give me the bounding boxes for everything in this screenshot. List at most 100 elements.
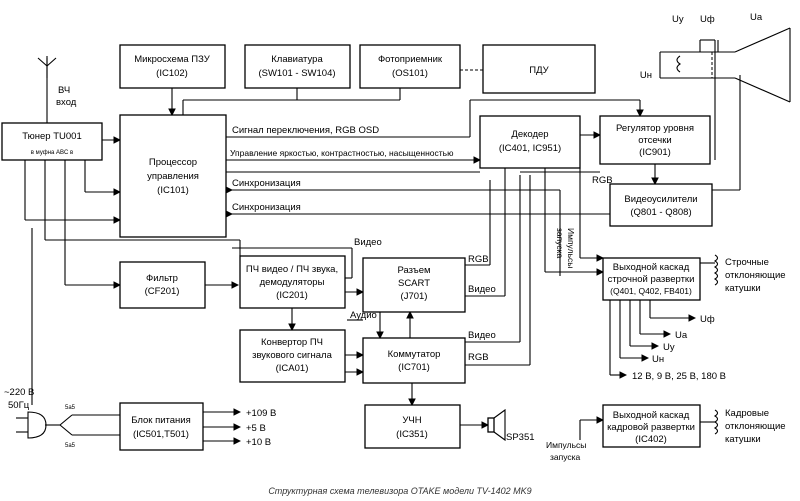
- svg-text:Uу: Uу: [663, 342, 675, 353]
- antenna-icon: [37, 56, 57, 78]
- svg-text:(IC501,T501): (IC501,T501): [133, 429, 189, 440]
- svg-text:12 В, 9 В, 25 В, 180 В: 12 В, 9 В, 25 В, 180 В: [632, 371, 726, 382]
- block-video-amps: Видеоусилители (Q801 - Q808): [609, 183, 713, 227]
- svg-text:демодуляторы: демодуляторы: [260, 277, 325, 288]
- svg-text:(IC701): (IC701): [398, 362, 430, 373]
- svg-text:Микросхема ПЗУ: Микросхема ПЗУ: [134, 54, 211, 65]
- svg-text:(IC351): (IC351): [396, 429, 428, 440]
- svg-text:отсечки: отсечки: [638, 135, 671, 146]
- svg-text:ВЧ: ВЧ: [58, 85, 70, 96]
- svg-text:(ICA01): (ICA01): [276, 363, 309, 374]
- svg-text:Сигнал переключения, RGB OSD: Сигнал переключения, RGB OSD: [232, 125, 379, 136]
- svg-text:(IC101): (IC101): [157, 185, 189, 196]
- svg-text:(Q401, Q402, FB401): (Q401, Q402, FB401): [610, 286, 692, 296]
- svg-text:(IC401, IC951): (IC401, IC951): [499, 143, 561, 154]
- svg-text:кадровой развертки: кадровой развертки: [607, 422, 695, 433]
- svg-text:ПЧ видео / ПЧ звука,: ПЧ видео / ПЧ звука,: [246, 264, 338, 275]
- svg-text:катушки: катушки: [725, 283, 761, 294]
- block-photoreceiver: Фотоприемник (OS101): [359, 44, 461, 89]
- svg-text:Фильтр: Фильтр: [146, 273, 178, 284]
- svg-text:в муфна ABC в: в муфна ABC в: [31, 150, 73, 156]
- svg-text:+5 В: +5 В: [246, 423, 266, 434]
- svg-text:Кадровые: Кадровые: [725, 408, 769, 419]
- block-processor: Процессор управления (IC101): [119, 114, 227, 238]
- block-decoder: Декодер (IC401, IC951): [479, 115, 581, 169]
- block-filter: Фильтр (CF201): [119, 261, 206, 309]
- svg-text:RGB: RGB: [592, 175, 613, 186]
- signal-labels: ВЧ вход Сигнал переключения, RGB OSD Упр…: [4, 12, 786, 462]
- svg-text:(J701): (J701): [401, 291, 428, 302]
- svg-text:Клавиатура: Клавиатура: [271, 54, 323, 65]
- block-h-output: Выходной каскад строчной развертки (Q401…: [602, 257, 701, 301]
- mains-plug-icon: [16, 411, 90, 439]
- svg-text:+109 В: +109 В: [246, 408, 276, 419]
- svg-text:УЧН: УЧН: [402, 415, 421, 426]
- svg-text:запуска: запуска: [550, 452, 581, 462]
- svg-text:(IC901): (IC901): [639, 147, 671, 158]
- svg-text:Uа: Uа: [750, 12, 763, 23]
- svg-text:Фотоприемник: Фотоприемник: [378, 54, 443, 65]
- svg-text:+10 В: +10 В: [246, 437, 271, 448]
- svg-text:катушки: катушки: [725, 434, 761, 445]
- svg-text:SP351: SP351: [506, 432, 535, 443]
- svg-text:(IC402): (IC402): [635, 434, 667, 445]
- svg-text:Процессор: Процессор: [149, 157, 197, 168]
- svg-text:5a5: 5a5: [65, 405, 76, 411]
- block-scart: Разъем SCART (J701): [362, 257, 466, 313]
- block-black-level: Регулятор уровня отсечки (IC901): [599, 115, 711, 165]
- svg-text:управления: управления: [147, 171, 199, 182]
- svg-text:(CF201): (CF201): [145, 286, 180, 297]
- svg-text:Выходной каскад: Выходной каскад: [613, 410, 690, 421]
- svg-text:Видео: Видео: [468, 284, 496, 295]
- svg-text:Uф: Uф: [700, 314, 715, 325]
- svg-text:Синхронизация: Синхронизация: [232, 178, 301, 189]
- block-tuner: Тюнер TU001 в муфна ABC в: [1, 122, 103, 161]
- svg-text:Uн: Uн: [652, 354, 664, 365]
- block-sound-if: Конвертор ПЧ звукового сигнала (ICA01): [239, 329, 346, 383]
- svg-text:Декодер: Декодер: [511, 129, 548, 140]
- svg-text:Тюнер TU001: Тюнер TU001: [22, 131, 81, 142]
- svg-text:вход: вход: [56, 97, 77, 108]
- svg-text:(SW101 - SW104): (SW101 - SW104): [258, 68, 335, 79]
- svg-text:отклоняющие: отклоняющие: [725, 421, 786, 432]
- block-eeprom: Микросхема ПЗУ (IC102): [119, 44, 226, 89]
- svg-text:SCART: SCART: [398, 278, 430, 289]
- svg-text:Uа: Uа: [675, 330, 688, 341]
- diagram-caption: Структурная схема телевизора OTAKE модел…: [268, 486, 531, 496]
- svg-text:Uн: Uн: [640, 70, 652, 81]
- svg-text:Импульсы: Импульсы: [546, 440, 586, 450]
- svg-text:RGB: RGB: [468, 352, 489, 363]
- crt-tube-icon: [659, 27, 791, 103]
- svg-text:(IC102): (IC102): [156, 68, 188, 79]
- svg-text:Строчные: Строчные: [725, 257, 769, 268]
- svg-text:Конвертор ПЧ: Конвертор ПЧ: [261, 337, 323, 348]
- svg-text:Управление яркостью, контрастн: Управление яркостью, контрастностью, нас…: [230, 148, 454, 158]
- speaker-icon: [487, 408, 506, 442]
- v-coil-icon: [713, 409, 719, 435]
- block-keyboard: Клавиатура (SW101 - SW104): [244, 44, 351, 89]
- connection-lines: [24, 39, 741, 445]
- svg-text:Выходной каскад: Выходной каскад: [613, 262, 690, 273]
- svg-text:Видеоусилители: Видеоусилители: [624, 194, 697, 205]
- svg-text:Разъем: Разъем: [397, 265, 430, 276]
- svg-text:Uу: Uу: [672, 14, 684, 25]
- svg-text:Регулятор уровня: Регулятор уровня: [616, 123, 694, 134]
- svg-text:Видео: Видео: [354, 237, 382, 248]
- svg-text:Синхронизация: Синхронизация: [232, 202, 301, 213]
- svg-text:(OS101): (OS101): [392, 68, 428, 79]
- svg-text:(IC201): (IC201): [276, 290, 308, 301]
- svg-text:строчной развертки: строчной развертки: [608, 274, 695, 285]
- svg-text:Аудио: Аудио: [350, 310, 377, 321]
- block-power: Блок питания (IC501,T501): [119, 402, 204, 451]
- svg-text:50Гц: 50Гц: [8, 400, 30, 411]
- svg-text:звукового сигнала: звукового сигнала: [252, 350, 332, 361]
- h-coil-icon: [713, 254, 719, 286]
- block-audio-amp: УЧН (IC351): [364, 404, 461, 449]
- svg-text:запуска: запуска: [555, 228, 565, 259]
- svg-text:отклоняющие: отклоняющие: [725, 270, 786, 281]
- svg-text:ПДУ: ПДУ: [529, 65, 549, 76]
- block-switch: Коммутатор (IC701): [362, 337, 466, 384]
- block-v-output: Выходной каскад кадровой развертки (IC40…: [602, 404, 701, 448]
- svg-text:Uф: Uф: [700, 14, 715, 25]
